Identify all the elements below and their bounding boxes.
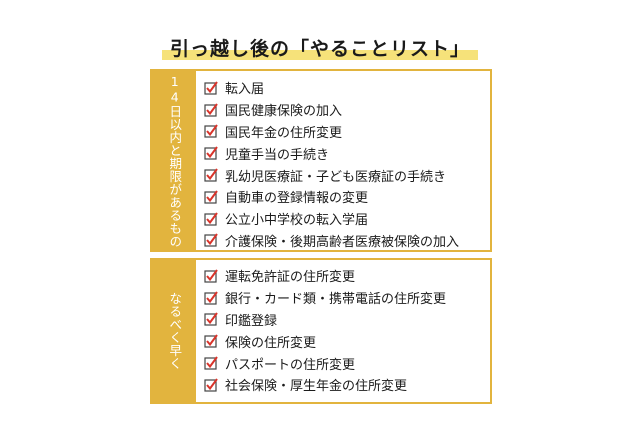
section-label: なるべく早く — [167, 292, 183, 370]
list-item: 社会保険・厚生年金の住所変更 — [204, 374, 446, 396]
page-title: 引っ越し後の「やることリスト」 — [161, 34, 478, 62]
checkbox-checked-icon — [204, 190, 218, 204]
checkbox-checked-icon — [204, 356, 218, 370]
checkbox-checked-icon — [204, 212, 218, 226]
section-within-14-days: 14日以内と期限があるもの 転入届 国民健康保険の加入 国民年金の住所変更 児童… — [150, 69, 492, 252]
section-as-soon-as-possible: なるべく早く 運転免許証の住所変更 銀行・カード類・携帯電話の住所変更 印鑑登録… — [150, 258, 492, 404]
list-item: 転入届 — [204, 77, 459, 99]
checkbox-checked-icon — [204, 146, 218, 160]
list-item: 運転免許証の住所変更 — [204, 265, 446, 287]
list-item: 保険の住所変更 — [204, 330, 446, 352]
list-item-label: パスポートの住所変更 — [225, 357, 356, 373]
list-item: 銀行・カード類・携帯電話の住所変更 — [204, 287, 446, 309]
checkbox-checked-icon — [204, 124, 218, 139]
checkbox-checked-icon — [204, 291, 218, 305]
list-item-label: 自動車の登録情報の変更 — [225, 191, 369, 207]
list-item: パスポートの住所変更 — [204, 352, 446, 374]
list-item-label: 国民健康保険の加入 — [225, 104, 343, 120]
checkbox-checked-icon — [204, 233, 218, 248]
list-item-label: 公立小中学校の転入学届 — [225, 213, 369, 229]
list-item-label: 運転免許証の住所変更 — [225, 270, 356, 286]
checkbox-checked-icon — [204, 103, 218, 117]
list-item-label: 乳幼児医療証・子ども医療証の手続き — [225, 169, 447, 185]
checkbox-checked-icon — [204, 378, 218, 392]
section-label: 14日以内と期限があるもの — [167, 73, 183, 248]
list-item: 国民年金の住所変更 — [204, 121, 459, 143]
checkbox-checked-icon — [204, 269, 218, 283]
list-item-label: 保険の住所変更 — [225, 335, 317, 351]
list-item-label: 印鑑登録 — [225, 313, 278, 329]
list-item: 公立小中学校の転入学届 — [204, 208, 459, 230]
section-side-band: なるべく早く — [152, 260, 196, 402]
checkbox-checked-icon — [204, 168, 218, 182]
task-list: 運転免許証の住所変更 銀行・カード類・携帯電話の住所変更 印鑑登録 保険の住所変… — [196, 260, 446, 402]
list-item-label: 社会保険・厚生年金の住所変更 — [225, 379, 408, 395]
list-item: 国民健康保険の加入 — [204, 99, 459, 121]
checkbox-checked-icon — [204, 334, 218, 348]
list-item-label: 児童手当の手続き — [225, 147, 330, 163]
list-item: 介護保険・後期高齢者医療被保険の加入 — [204, 230, 459, 252]
list-item-label: 銀行・カード類・携帯電話の住所変更 — [225, 292, 447, 308]
list-item-label: 国民年金の住所変更 — [225, 125, 343, 141]
list-item: 印鑑登録 — [204, 309, 446, 331]
list-item: 児童手当の手続き — [204, 142, 459, 164]
list-item: 乳幼児医療証・子ども医療証の手続き — [204, 164, 459, 186]
task-list: 転入届 国民健康保険の加入 国民年金の住所変更 児童手当の手続き 乳幼児医療証・… — [196, 71, 459, 250]
checkbox-checked-icon — [204, 312, 218, 327]
checkbox-checked-icon — [204, 81, 218, 95]
section-side-band: 14日以内と期限があるもの — [152, 71, 196, 250]
list-item: 自動車の登録情報の変更 — [204, 186, 459, 208]
list-item-label: 転入届 — [225, 82, 265, 98]
title-wrap: 引っ越し後の「やることリスト」 — [0, 34, 640, 62]
list-item-label: 介護保険・後期高齢者医療被保険の加入 — [225, 234, 460, 250]
